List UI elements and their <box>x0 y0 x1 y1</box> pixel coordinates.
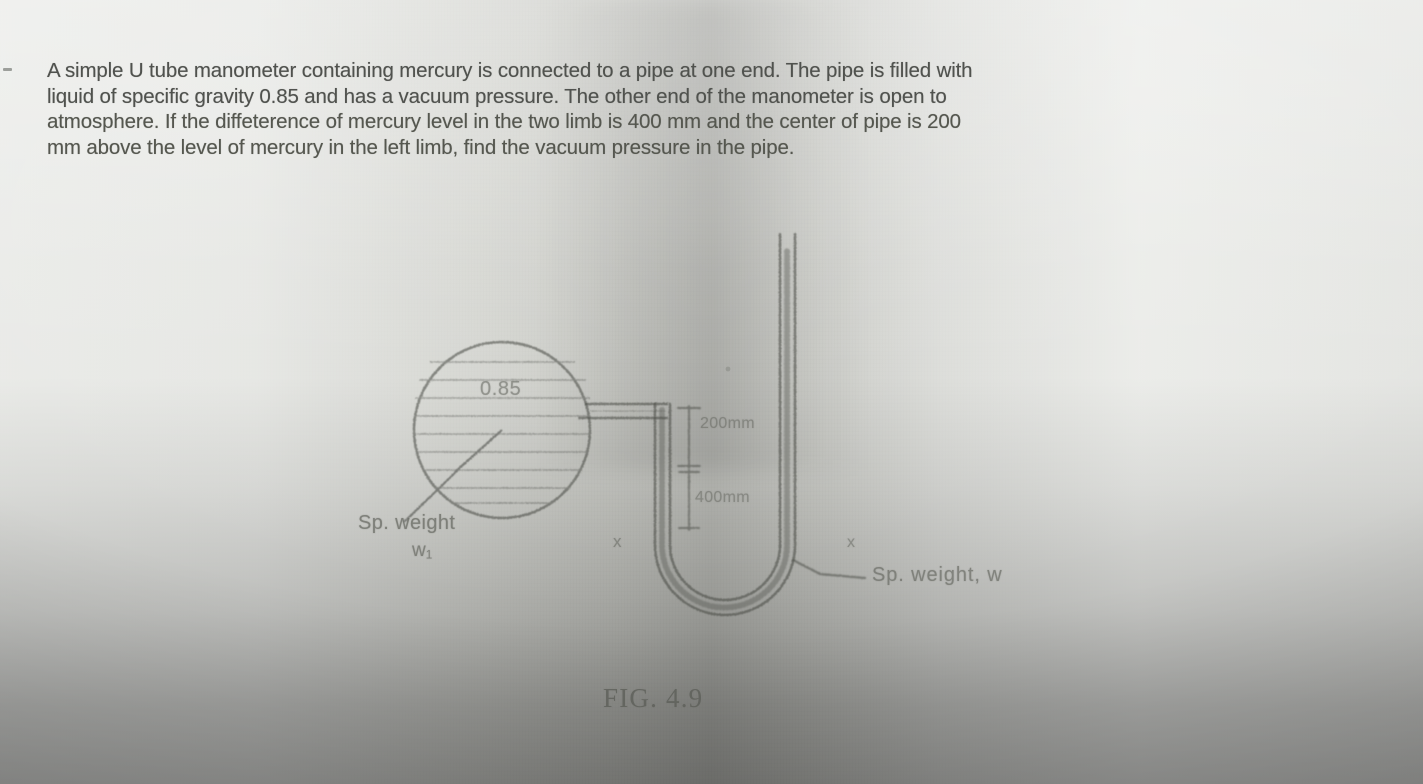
pipe-cross-section <box>403 340 592 523</box>
problem-line-2: liquid of specific gravity 0.85 and has … <box>47 84 947 108</box>
dimension-label-200mm: 200mm <box>700 415 755 432</box>
figure-caption: FIG. 4.9 <box>603 683 704 713</box>
dimension-200mm <box>677 405 701 469</box>
connecting-pipe <box>578 402 668 420</box>
dimension-label-400mm: 400mm <box>695 489 750 506</box>
problem-line-3: atmosphere. If the diffeterence of mercu… <box>47 110 961 133</box>
problem-line-1: A simple U tube manometer containing mer… <box>47 59 973 82</box>
datum-label-right: x <box>847 534 855 551</box>
mercury-leader-line <box>791 558 867 580</box>
problem-line-4: mm above the level of mercury in the lef… <box>47 135 795 159</box>
problem-statement: A simple U tube manometer containing mer… <box>47 58 1347 160</box>
pipe-sp-weight-symbol: w1 <box>412 540 432 562</box>
list-marker-dash <box>3 68 12 71</box>
sp-weight-subscript: 1 <box>425 548 433 562</box>
datum-label-left: x <box>613 532 622 551</box>
pipe-sp-weight-label: Sp. weight <box>358 512 456 534</box>
specific-gravity-label: 0.85 <box>480 378 522 400</box>
sp-weight-symbol-text: w <box>412 540 426 561</box>
mercury-sp-weight-label: Sp. weight, w <box>872 564 1003 586</box>
stray-pencil-mark <box>725 366 731 372</box>
